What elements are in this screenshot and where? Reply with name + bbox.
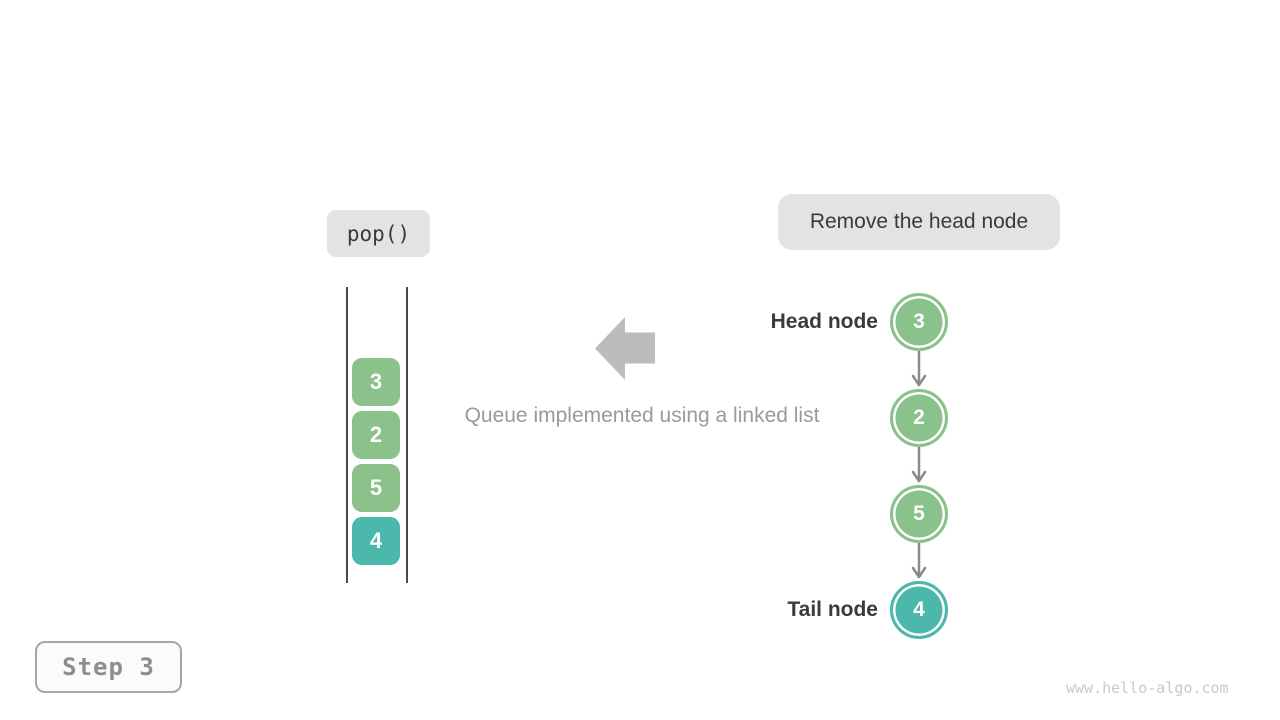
watermark-url: www.hello-algo.com <box>1066 679 1229 697</box>
list-node: 2 <box>890 389 948 447</box>
list-node: 4 <box>890 581 948 639</box>
stack-item: 5 <box>352 464 400 512</box>
pop-operation-label: pop() <box>327 210 430 257</box>
stack-item: 3 <box>352 358 400 406</box>
list-node: 3 <box>890 293 948 351</box>
head-node-label: Head node <box>770 310 878 333</box>
remove-head-annotation: Remove the head node <box>778 194 1060 250</box>
stack-item: 2 <box>352 411 400 459</box>
diagram-caption: Queue implemented using a linked list <box>464 404 820 427</box>
down-arrow-icon <box>911 444 927 483</box>
stack-item: 4 <box>352 517 400 565</box>
down-arrow-icon <box>911 540 927 579</box>
list-node: 5 <box>890 485 948 543</box>
left-block-arrow-icon <box>595 317 655 380</box>
queue-container-right-wall <box>406 287 408 583</box>
queue-container-left-wall <box>346 287 348 583</box>
tail-node-label: Tail node <box>787 598 878 621</box>
down-arrow-icon <box>911 348 927 387</box>
step-badge: Step 3 <box>35 641 182 693</box>
